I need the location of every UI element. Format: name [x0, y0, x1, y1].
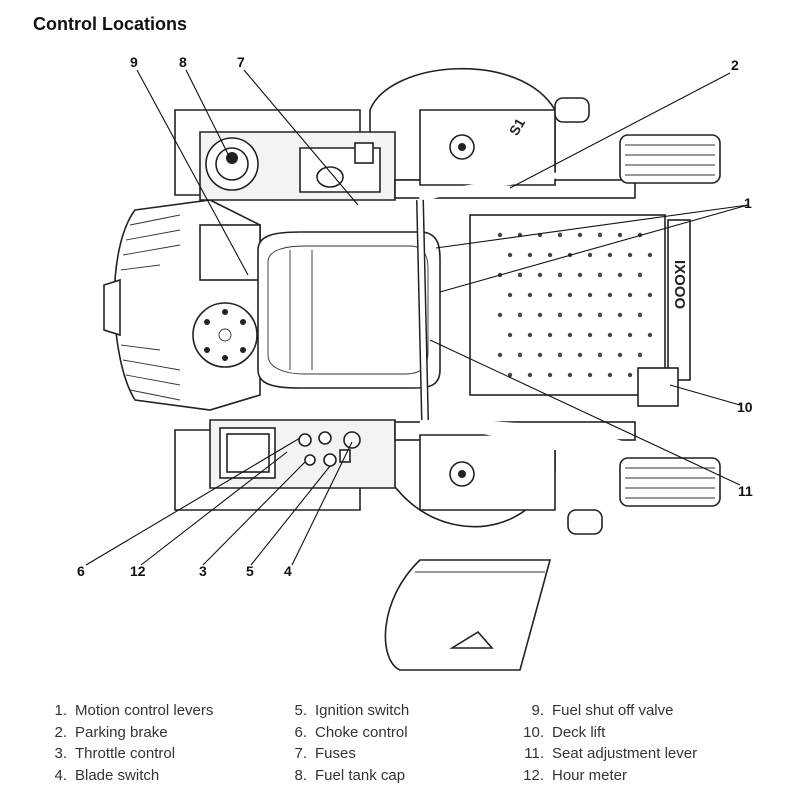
brand-label: IXOOO [671, 260, 688, 310]
foot-deck-holes [497, 232, 653, 378]
legend-item-1: 1.Motion control levers [54, 702, 214, 719]
callout-8: 8 [179, 54, 187, 70]
mower-diagram: S1 IXOOO [77, 54, 753, 671]
chute-logo [449, 630, 494, 649]
callout-1: 1 [744, 195, 752, 211]
legend-item-4: 4.Blade switch [54, 766, 160, 784]
callout-12: 12 [130, 563, 146, 579]
legend-item-5: 5.Ignition switch [294, 702, 410, 719]
callout-2: 2 [731, 57, 739, 73]
legend-item-8: 8.Fuel tank cap [294, 766, 406, 784]
deck-lift-handle [637, 367, 679, 407]
legend-item-12: 12.Hour meter [523, 766, 628, 784]
legend: 1.Motion control levers 2.Parking brake … [0, 702, 809, 802]
foot-deck [469, 214, 666, 396]
callout-3: 3 [199, 563, 207, 579]
callout-9: 9 [130, 54, 138, 70]
model-badge: S1 [506, 115, 529, 138]
callout-10: 10 [737, 399, 753, 415]
rear-hitch [103, 278, 121, 337]
leader-lines [85, 69, 749, 566]
engine-grille [120, 214, 181, 401]
callout-4: 4 [284, 563, 292, 579]
engine-cover [199, 224, 261, 281]
legend-column-1: 1.Motion control levers 2.Parking brake … [40, 702, 213, 788]
top-front-caster [619, 134, 721, 184]
legend-item-10: 10.Deck lift [523, 723, 606, 741]
seat [257, 231, 441, 389]
legend-item-11: 11.Seat adjustment lever [524, 745, 698, 762]
legend-item-9: 9.Fuel shut off valve [531, 702, 674, 719]
callout-7: 7 [237, 54, 245, 70]
legend-item-7: 7.Fuses [294, 745, 356, 762]
legend-column-3: 9.Fuel shut off valve 10.Deck lift 11.Se… [517, 702, 697, 788]
fuse-holder [316, 166, 344, 188]
discharge-chute [384, 559, 552, 671]
callout-11: 11 [738, 483, 753, 499]
legend-item-2: 2.Parking brake [54, 723, 168, 741]
legend-item-3: 3.Throttle control [54, 745, 176, 762]
bottom-front-caster [619, 457, 721, 507]
legend-item-6: 6.Choke control [294, 723, 408, 741]
front-brand-plate [667, 219, 691, 381]
callout-5: 5 [246, 563, 254, 579]
legend-column-2: 5.Ignition switch 6.Choke control 7.Fuse… [280, 702, 409, 788]
callout-6: 6 [77, 563, 85, 579]
page-title: Control Locations [33, 14, 187, 34]
